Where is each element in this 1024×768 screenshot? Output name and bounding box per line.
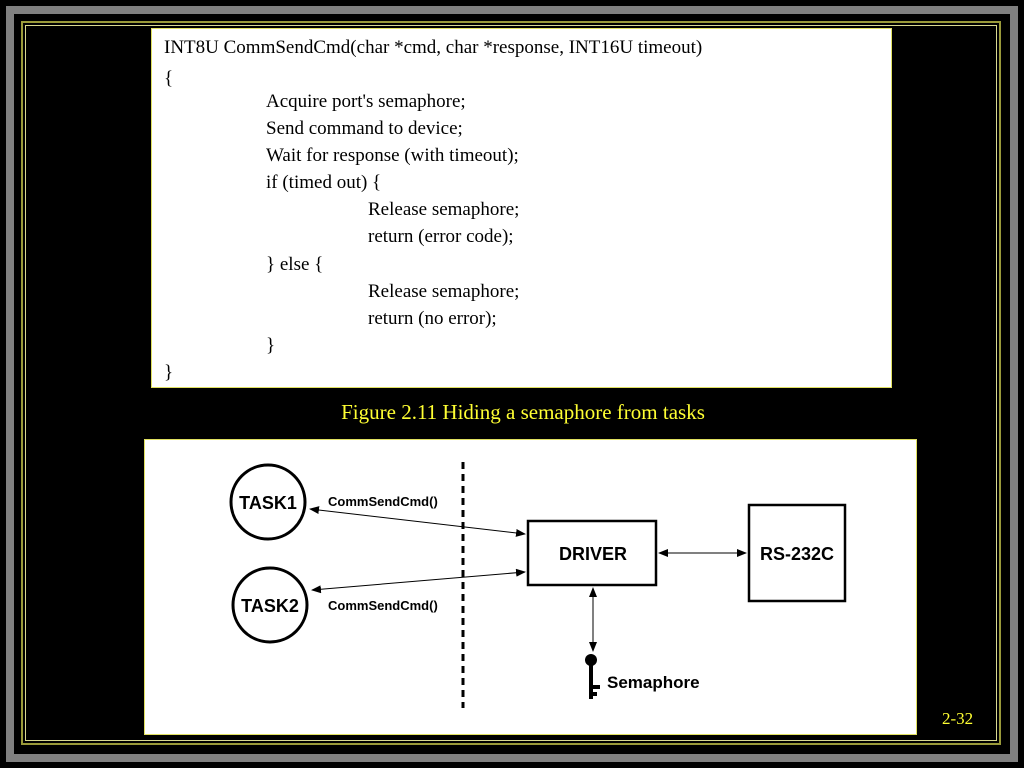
- code-listing: INT8U CommSendCmd(char *cmd, char *respo…: [151, 28, 892, 388]
- code-line-close-inner: }: [266, 335, 276, 356]
- semaphore-diagram: TASK1 TASK2 CommSendCmd() CommSendCmd() …: [144, 439, 917, 735]
- code-line-release-1: Release semaphore;: [368, 199, 520, 220]
- figure-caption: Figure 2.11 Hiding a semaphore from task…: [341, 400, 705, 424]
- code-line-release-2: Release semaphore;: [368, 281, 520, 302]
- slide-gold-border: [21, 21, 1001, 745]
- code-line-close-outer: }: [164, 362, 174, 383]
- driver-label: DRIVER: [559, 544, 627, 564]
- task2-call-label: CommSendCmd(): [328, 598, 438, 613]
- page-number: 2-32: [942, 709, 974, 728]
- code-line-wait: Wait for response (with timeout);: [266, 145, 519, 166]
- slide-inner-border: [25, 25, 997, 741]
- driver-node: DRIVER: [526, 519, 658, 587]
- semaphore-key-icon: [585, 654, 600, 699]
- task2-driver-arrow: [311, 568, 526, 594]
- task2-node: TASK2: [231, 566, 309, 644]
- task2-label: TASK2: [241, 596, 299, 616]
- rs232-node: RS-232C: [747, 503, 847, 603]
- task1-driver-arrow: [309, 506, 526, 537]
- code-line-else: } else {: [266, 254, 324, 275]
- code-line-if: if (timed out) {: [266, 172, 382, 193]
- code-line-signature: INT8U CommSendCmd(char *cmd, char *respo…: [164, 37, 703, 58]
- semaphore-label: Semaphore: [607, 673, 700, 692]
- task1-label: TASK1: [239, 493, 297, 513]
- task1-node: TASK1: [229, 463, 307, 541]
- code-line-acquire: Acquire port's semaphore;: [266, 91, 466, 112]
- code-line-open-brace: {: [164, 68, 174, 89]
- diagram-canvas: TASK1 TASK2 CommSendCmd() CommSendCmd() …: [229, 462, 847, 708]
- code-line-return-ok: return (no error);: [368, 308, 497, 329]
- task1-call-label: CommSendCmd(): [328, 494, 438, 509]
- code-line-send: Send command to device;: [266, 118, 463, 139]
- rs232-label: RS-232C: [760, 544, 834, 564]
- code-line-return-error: return (error code);: [368, 226, 514, 247]
